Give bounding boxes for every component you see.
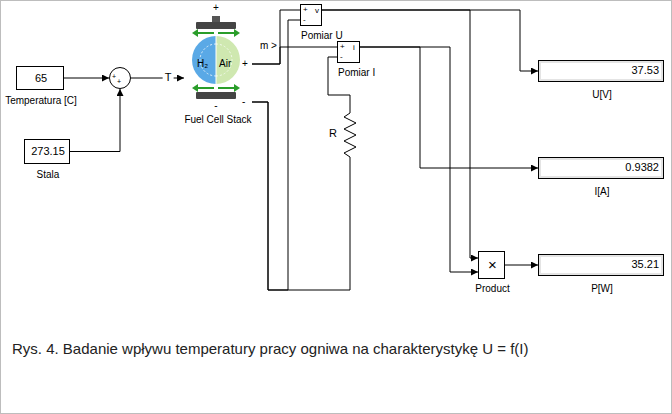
block-label: Fuel Cell Stack [184, 114, 251, 126]
block-label: P[W] [591, 283, 613, 295]
signal-line [505, 265, 538, 266]
gas-label: Air [219, 58, 231, 70]
terminal-sign: - [214, 100, 217, 112]
voltage-measurement: +v-Pomiar U [300, 4, 322, 26]
figure-caption: Rys. 4. Badanie wpływu temperatury pracy… [12, 338, 572, 359]
signal-line [360, 47, 478, 272]
display-value: 37.53 [539, 64, 659, 77]
display-value: 35.21 [539, 258, 659, 271]
port-sign: + [242, 58, 248, 70]
electric-wire [252, 20, 300, 290]
signal-line [70, 89, 120, 152]
fuel-cell-stack-outline [184, 2, 252, 126]
port-sign: - [303, 15, 306, 25]
electric-wire [328, 57, 350, 105]
resistor-symbol: R [343, 105, 357, 165]
electric-wire [252, 102, 350, 290]
block-label: I[A] [594, 186, 609, 198]
constant-block: 65Temperatura [C] [16, 66, 64, 90]
display-block: 35.21P[W] [538, 254, 664, 276]
display-block: 37.53U[V] [538, 60, 664, 82]
signal-line [64, 78, 109, 79]
fuel-cell-stack: +m >H₂Air+--Fuel Cell Stack [184, 2, 252, 126]
signal-line [322, 10, 538, 71]
port-sign: + [340, 42, 345, 52]
block-value: 273.15 [31, 145, 65, 158]
resistor-symbol-outline [343, 105, 357, 165]
component-label: R [329, 127, 337, 140]
port-label: m > [260, 40, 277, 52]
port-sign: + [303, 5, 308, 15]
block-label: Product [475, 283, 509, 295]
electric-wire [252, 10, 300, 64]
port-sign: - [340, 52, 343, 62]
port-sign: - [242, 96, 245, 108]
block-label: Pomiar I [338, 67, 375, 79]
terminal-sign: + [213, 2, 219, 14]
signal-line [360, 47, 538, 168]
block-label: Temperatura [C] [5, 95, 77, 107]
signal-label: T [163, 71, 174, 84]
port-sign: v [315, 6, 319, 16]
block-label: Stala [37, 169, 60, 181]
gas-label: H₂ [197, 58, 208, 70]
display-value: 0.9382 [539, 161, 659, 174]
sum-block: ++ [109, 67, 131, 89]
current-measurement: +i-Pomiar I [337, 41, 360, 63]
constant-block: 273.15Stala [24, 139, 70, 164]
product-block: ×Product [478, 251, 505, 279]
block-label: Pomiar U [301, 30, 343, 42]
port-sign: + [117, 78, 121, 86]
display-block: 0.9382I[A] [538, 157, 664, 179]
port-sign: i [353, 43, 355, 53]
operator-symbol: × [488, 256, 497, 274]
port-sign: + [112, 73, 116, 81]
signal-line [131, 78, 184, 79]
block-value: 65 [35, 72, 47, 85]
block-label: U[V] [592, 89, 611, 101]
